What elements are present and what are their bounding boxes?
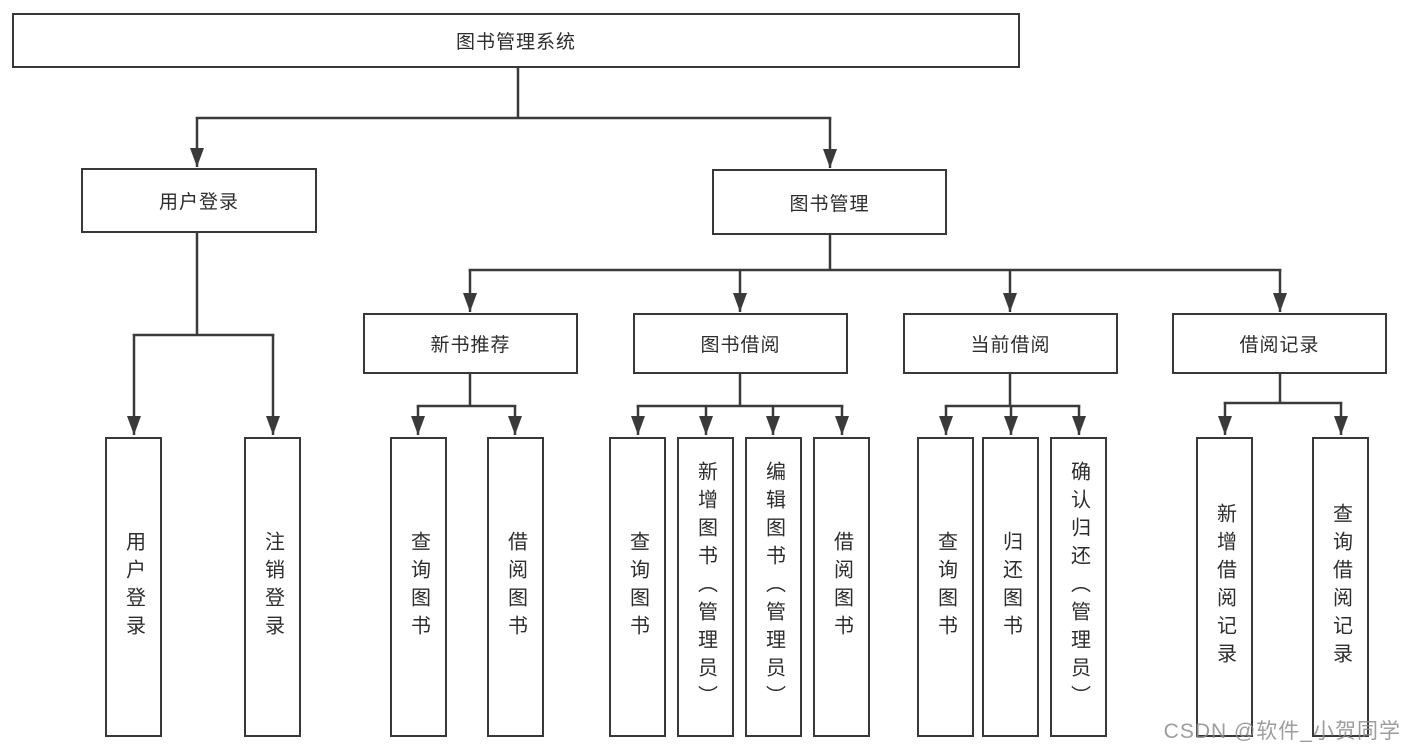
csdn-watermark: CSDN @软件_小贺同学 [1163,720,1401,743]
node-borrow-records-label: 借阅记录 [1239,335,1320,356]
leaf-query-books-2: 查询图书 [609,437,666,737]
leaf-logout: 注销登录 [244,437,301,737]
leaf-add-borrow-record: 新增借阅记录 [1196,437,1253,737]
leaf-add-book-admin-label: 新增图书（管理员） [694,461,717,713]
leaf-query-borrow-record-label: 查询借阅记录 [1329,503,1352,671]
node-current-borrow-label: 当前借阅 [970,335,1051,356]
leaf-logout-label: 注销登录 [261,531,284,643]
leaf-borrow-books-2-label: 借阅图书 [830,531,853,643]
node-book-management-label: 图书管理 [789,193,870,215]
node-user-login: 用户登录 [81,168,317,233]
leaf-query-borrow-record: 查询借阅记录 [1312,437,1369,737]
leaf-query-books-3: 查询图书 [917,437,974,737]
leaf-edit-book-admin-label: 编辑图书（管理员） [762,461,785,713]
leaf-query-books-3-label: 查询图书 [934,531,957,643]
node-root-system: 图书管理系统 [12,13,1020,68]
leaf-query-books-2-label: 查询图书 [626,531,649,643]
node-borrow-records: 借阅记录 [1172,313,1387,374]
leaf-borrow-books-2: 借阅图书 [813,437,870,737]
leaf-borrow-books-label: 借阅图书 [504,531,527,643]
leaf-query-books-label: 查询图书 [407,531,430,643]
leaf-return-book-label: 归还图书 [999,531,1022,643]
leaf-return-book: 归还图书 [982,437,1039,737]
node-new-book-recommend: 新书推荐 [363,313,578,374]
node-new-book-recommend-label: 新书推荐 [430,335,511,356]
leaf-user-login: 用户登录 [105,437,162,737]
node-book-borrow-label: 图书借阅 [700,335,781,356]
leaf-confirm-return-admin: 确认归还（管理员） [1050,437,1107,737]
leaf-add-borrow-record-label: 新增借阅记录 [1213,503,1236,671]
leaf-user-login-label: 用户登录 [122,531,145,643]
leaf-edit-book-admin: 编辑图书（管理员） [745,437,802,737]
node-root-label: 图书管理系统 [455,32,576,53]
leaf-borrow-books: 借阅图书 [487,437,544,737]
node-user-login-label: 用户登录 [158,192,239,213]
leaf-confirm-return-admin-label: 确认归还（管理员） [1067,461,1090,713]
node-current-borrow: 当前借阅 [903,313,1118,374]
leaf-add-book-admin: 新增图书（管理员） [677,437,734,737]
node-book-management: 图书管理 [712,169,947,235]
leaf-query-books: 查询图书 [390,437,447,737]
node-book-borrow: 图书借阅 [633,313,848,374]
